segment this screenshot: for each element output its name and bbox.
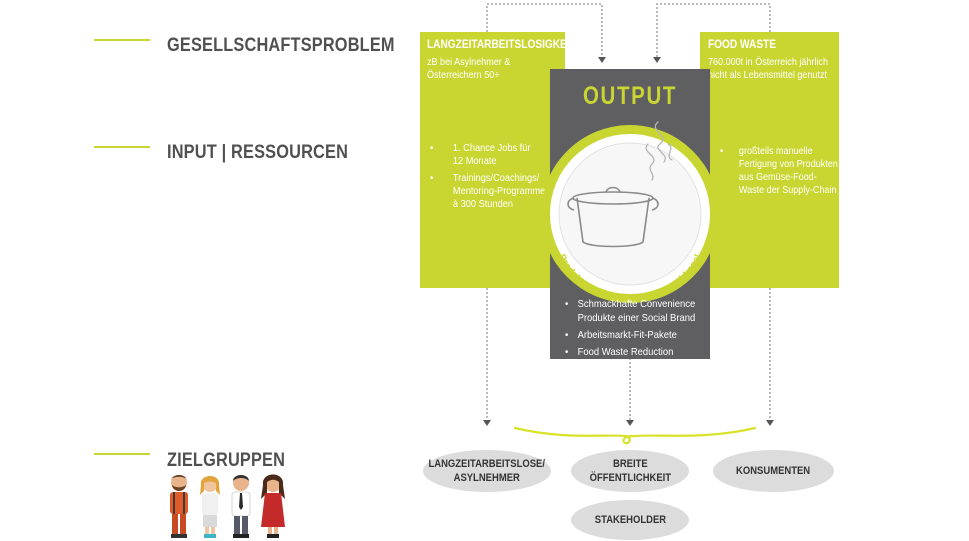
bullet-line: Schmackhafte Convenience — [577, 298, 696, 310]
bullet-line: Produkte einer Social Brand — [577, 312, 696, 324]
left-box-heading: LANGZEITARBEITSLOSIGKEIT — [427, 39, 576, 51]
bullet-line: Arbeitsmarkt-Fit-Pakete — [577, 329, 677, 341]
right-box-bullets: großteils manuelle Fertigung von Produkt… — [720, 145, 840, 201]
target-group-line: LANGZEITARBEITSLOSE/ — [428, 458, 546, 470]
left-box-subtitle: zB bei Asylnehmer & Österreichern 50+ — [427, 56, 556, 82]
bullet-line: 12 Monate — [452, 155, 497, 167]
row-line-target-groups — [94, 453, 150, 455]
right-green-box: FOOD WASTE 760.000t in Österreich jährli… — [700, 32, 839, 288]
bullet-line: großteils manuelle — [738, 145, 813, 157]
target-group-line: STAKEHOLDER — [594, 514, 666, 526]
right-box-subtitle: 760.000t in Österreich jährlich nicht al… — [708, 56, 837, 82]
target-group-long-term-unemployed: LANGZEITARBEITSLOSE/ ASYLNEHMER — [423, 450, 551, 492]
person-woman-red-dress-icon — [261, 474, 285, 538]
bullet-line: Food Waste Reduction — [577, 346, 674, 358]
plate-inner-shadow — [558, 142, 702, 286]
left-box-subtitle-line2: Österreichern 50+ — [427, 69, 500, 81]
arrowhead-left-down — [483, 420, 491, 426]
row-title-target-groups: ZIELGRUPPEN — [167, 450, 286, 471]
bullet-line: Fertigung von Produkten — [738, 158, 838, 170]
output-plate: Produkte für das Supermarkt-Kühlregal — [541, 121, 719, 305]
right-box-bullet: großteils manuelle Fertigung von Produkt… — [720, 145, 840, 197]
arrowhead-right-down — [766, 420, 774, 426]
bullet-line: aus Gemüse-Food- — [738, 171, 817, 183]
output-bullets: Schmackhafte Convenience Produkte einer … — [565, 297, 715, 362]
target-group-stakeholder: STAKEHOLDER — [571, 500, 689, 540]
curly-brace — [513, 426, 757, 445]
steam-icon — [645, 121, 673, 181]
bullet-line: 1. Chance Jobs für — [452, 142, 531, 154]
bullet-line: à 300 Stunden — [452, 198, 513, 210]
left-green-box: LANGZEITARBEITSLOSIGKEIT zB bei Asylnehm… — [420, 32, 576, 288]
left-box-bullet: 1. Chance Jobs für 12 Monate — [430, 142, 553, 168]
row-title-input-resources: INPUT | RESSOURCEN — [167, 142, 349, 163]
target-group-line: KONSUMENTEN — [736, 465, 811, 477]
bullet-line: Waste der Supply-Chain — [738, 184, 837, 196]
left-box-subtitle-line1: zB bei Asylnehmer & — [427, 56, 511, 68]
person-bearded-man-icon — [170, 475, 188, 538]
arrowhead-left-top — [598, 57, 606, 63]
bullet-line: Mentoring-Programme — [452, 185, 546, 197]
arrowhead-right-top — [653, 57, 661, 63]
row-title-society-problem: GESELLSCHAFTSPROBLEM — [167, 35, 395, 56]
target-group-consumers: KONSUMENTEN — [713, 450, 834, 492]
row-line-input-resources — [94, 146, 150, 148]
target-group-line: BREITE — [612, 458, 648, 470]
right-box-subtitle-line1: 760.000t in Österreich jährlich — [708, 56, 828, 68]
target-group-line: ÖFFENTLICHKEIT — [589, 472, 671, 484]
cooking-pot-icon — [567, 186, 659, 248]
output-bullet: Schmackhafte Convenience Produkte einer … — [565, 297, 700, 325]
target-group-broad-public: BREITE ÖFFENTLICHKEIT — [571, 450, 689, 492]
output-bullet: Food Waste Reduction — [565, 345, 700, 359]
person-businessman-icon — [231, 475, 251, 538]
right-box-heading: FOOD WASTE — [708, 39, 777, 51]
right-box-subtitle-line2: nicht als Lebensmittel genutzt — [708, 69, 827, 81]
left-box-bullet: Trainings/Coachings/ Mentoring-Programme… — [430, 172, 553, 211]
output-bullet: Arbeitsmarkt-Fit-Pakete — [565, 328, 700, 342]
output-title: OUTPUT — [582, 82, 678, 110]
target-group-line: ASYLNEHMER — [453, 472, 521, 484]
row-line-society-problem — [94, 39, 150, 41]
bullet-line: Trainings/Coachings/ — [452, 172, 540, 184]
left-box-bullets: 1. Chance Jobs für 12 Monate Trainings/C… — [430, 142, 553, 215]
people-group-icon — [170, 474, 285, 538]
person-blonde-woman-icon — [200, 476, 220, 538]
